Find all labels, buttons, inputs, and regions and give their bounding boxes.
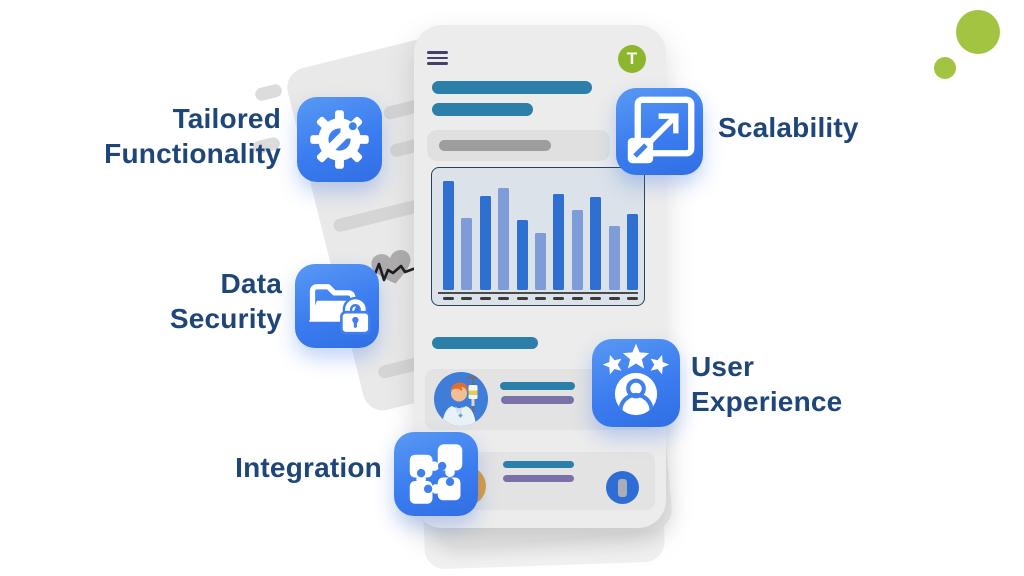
text-placeholder-line bbox=[503, 475, 574, 482]
search-field-placeholder bbox=[427, 130, 610, 161]
chart-bar bbox=[590, 197, 602, 290]
feature-label-user-experience: User Experience bbox=[691, 349, 842, 419]
stars-user-icon bbox=[592, 339, 680, 427]
section-title-placeholder bbox=[432, 337, 538, 349]
chart-tick bbox=[516, 297, 528, 300]
expand-arrows-icon bbox=[616, 88, 703, 175]
label-line: Data bbox=[220, 268, 282, 299]
text-placeholder-line bbox=[500, 382, 575, 390]
chart-tick bbox=[571, 297, 583, 300]
label-line: Tailored bbox=[172, 103, 281, 134]
folder-lock-icon bbox=[295, 264, 379, 348]
app-logo-letter: T bbox=[626, 49, 638, 68]
heartbeat-heart-icon bbox=[365, 246, 418, 296]
feature-label-tailored-functionality: Tailored Functionality bbox=[104, 101, 281, 171]
chart-bar bbox=[553, 194, 565, 290]
green-dot-small bbox=[934, 57, 956, 79]
chart-axis-line bbox=[438, 292, 638, 294]
chart-tick bbox=[608, 297, 620, 300]
feature-label-integration: Integration bbox=[235, 450, 382, 485]
feature-label-scalability: Scalability bbox=[718, 110, 859, 145]
chart-bar bbox=[608, 226, 620, 290]
search-text-placeholder bbox=[439, 140, 551, 151]
label-line: Scalability bbox=[718, 112, 859, 143]
chart-tick bbox=[479, 297, 491, 300]
hamburger-menu-icon bbox=[427, 51, 448, 65]
label-line: Functionality bbox=[104, 138, 281, 169]
chart-bar bbox=[461, 218, 473, 290]
title-placeholder-bar bbox=[432, 81, 592, 94]
phone-mockup: T bbox=[414, 25, 666, 528]
chart-ticks bbox=[443, 297, 638, 300]
background-placeholder-bar bbox=[253, 82, 284, 103]
label-line: Experience bbox=[691, 386, 843, 417]
chart-bar bbox=[498, 188, 510, 290]
label-line: Integration bbox=[235, 452, 382, 483]
chart-bar bbox=[516, 220, 528, 290]
label-line: User bbox=[691, 351, 755, 382]
chart-tick bbox=[590, 297, 602, 300]
chart-tick bbox=[443, 297, 454, 300]
chart-tick bbox=[534, 297, 546, 300]
subtitle-placeholder-bar bbox=[432, 103, 533, 116]
app-logo-badge: T bbox=[618, 45, 646, 73]
gear-wrench-icon bbox=[297, 97, 382, 182]
bar-chart-panel bbox=[431, 167, 645, 306]
chart-tick bbox=[461, 297, 473, 300]
text-placeholder-line bbox=[501, 396, 574, 404]
chart-bar bbox=[479, 196, 491, 290]
chart-bars bbox=[443, 178, 638, 290]
puzzle-icon bbox=[394, 432, 478, 516]
feature-label-data-security: Data Security bbox=[170, 266, 282, 336]
label-line: Security bbox=[169, 303, 282, 334]
green-dot-large bbox=[956, 10, 1000, 54]
nurse-avatar bbox=[434, 372, 488, 426]
pill-icon bbox=[606, 471, 639, 504]
chart-bar bbox=[626, 214, 638, 290]
chart-tick bbox=[626, 297, 638, 300]
chart-bar bbox=[571, 210, 583, 290]
chart-tick bbox=[553, 297, 565, 300]
chart-bar bbox=[534, 233, 546, 290]
chart-tick bbox=[498, 297, 510, 300]
chart-bar bbox=[443, 181, 454, 290]
text-placeholder-line bbox=[503, 461, 574, 468]
